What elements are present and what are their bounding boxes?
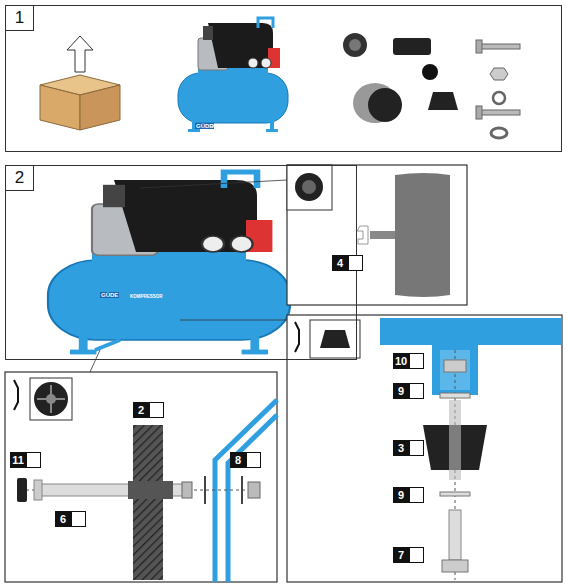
brand-logo: GÜDE — [195, 123, 214, 129]
callout-number: 8 — [230, 452, 246, 468]
callout-number: 3 — [393, 440, 409, 456]
callout-number: 4 — [332, 255, 348, 271]
callout-number: 11 — [10, 452, 26, 468]
brand-logo: GÜDE — [100, 292, 119, 298]
step-panel: 1 — [5, 5, 562, 152]
callout-number: 2 — [133, 402, 149, 418]
step-number: 2 — [6, 166, 34, 191]
step-panel: 2 — [5, 165, 357, 360]
callout-number: 10 — [393, 353, 409, 369]
model-text: KOMPRESSOR — [130, 294, 163, 299]
step-number: 1 — [6, 6, 34, 31]
callout-number: 9 — [393, 487, 409, 503]
callout-number: 7 — [393, 547, 409, 563]
callout-number: 9 — [393, 383, 409, 399]
model-text: KOMPRESSOR — [212, 124, 245, 129]
callout-number: 6 — [55, 511, 71, 527]
